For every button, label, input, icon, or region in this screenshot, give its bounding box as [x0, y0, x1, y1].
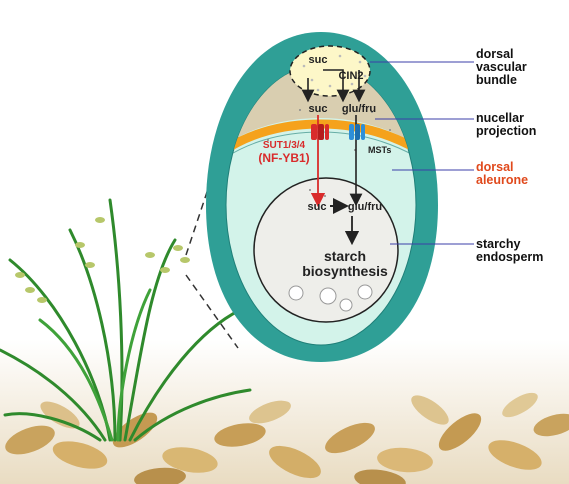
- label-aleurone-2: aleurone: [476, 173, 528, 187]
- zoom-line-bottom: [185, 274, 239, 349]
- label-starchy-2: endosperm: [476, 250, 543, 264]
- rice-panicles: [15, 217, 190, 303]
- label-dorsal-vascular-2: vascular: [476, 60, 527, 74]
- label-aleurone-1: dorsal: [476, 160, 514, 174]
- sut-transporter-icon: [311, 124, 329, 140]
- vascular-dots: [302, 54, 367, 92]
- label-nucellar-1: nucellar: [476, 111, 524, 125]
- mst-transporter-icon: [349, 124, 365, 140]
- dorsal-vascular-bundle: [289, 45, 371, 97]
- label-suc-mid: suc: [309, 103, 328, 115]
- label-cin2: CIN2: [338, 70, 363, 82]
- label-dorsal-vascular-1: dorsal: [476, 47, 514, 61]
- rice-plant: [0, 198, 252, 442]
- label-suc-low: suc: [308, 201, 327, 213]
- label-starchy-1: starchy: [476, 237, 521, 251]
- label-suc-top: suc: [309, 54, 328, 66]
- label-sut: SUT1/3/4: [263, 140, 306, 151]
- label-nfyb1: (NF-YB1): [258, 151, 309, 165]
- starch-granules: [288, 284, 373, 312]
- label-glufru-mid: glu/fru: [342, 103, 376, 115]
- label-msts: MSTs: [368, 145, 391, 155]
- label-nucellar-2: projection: [476, 124, 536, 138]
- label-dorsal-vascular-3: bundle: [476, 73, 517, 87]
- label-glufru-low: glu/fru: [348, 201, 382, 213]
- label-starch: starch: [324, 248, 366, 264]
- zoom-line-top: [185, 164, 217, 256]
- arrow-cin2-split: [323, 69, 350, 103]
- label-biosynthesis: biosynthesis: [302, 263, 388, 279]
